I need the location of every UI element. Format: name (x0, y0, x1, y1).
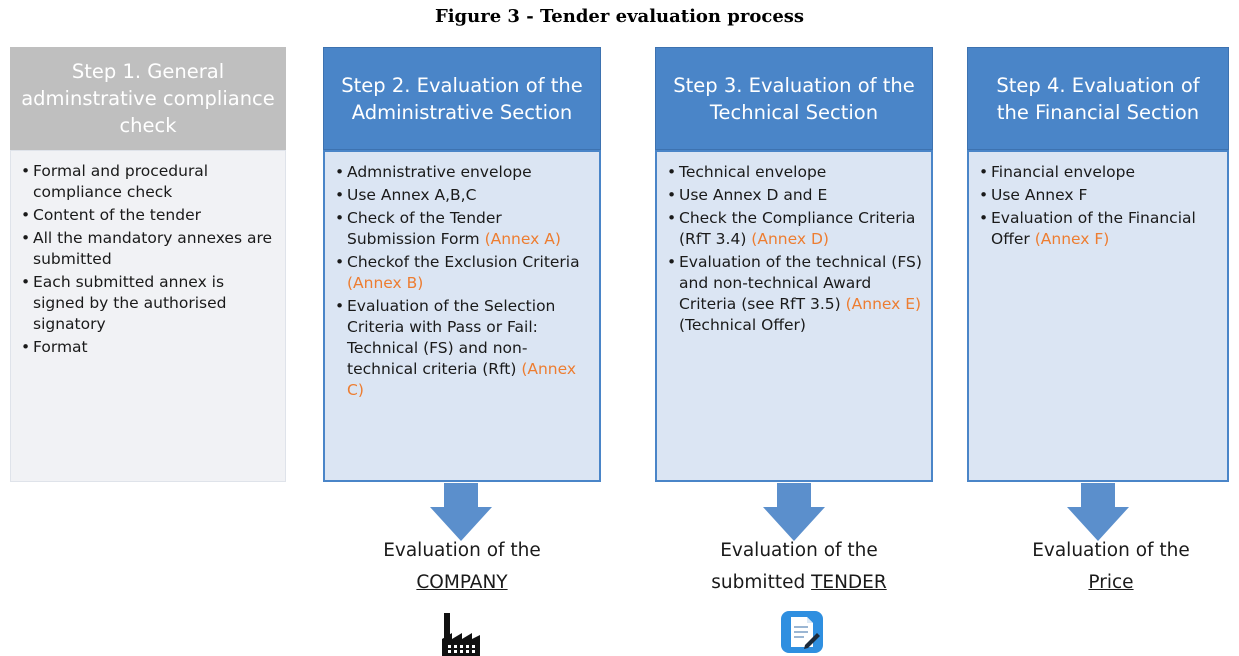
step-2-item: Admnistrative envelope (335, 162, 593, 183)
step-1-item: Format (21, 337, 279, 358)
step-2-item: Evaluation of the Selection Criteria wit… (335, 296, 593, 401)
step-4-title: Step 4. Evaluation of the Financial Sect… (996, 73, 1200, 124)
step-2-item: Check of the Tender Submission Form (Ann… (335, 208, 593, 250)
down-arrow-icon (763, 483, 825, 541)
result-tender: Evaluation of the submitted TENDER (711, 540, 887, 593)
factory-icon (442, 613, 480, 656)
step-1-item: Formal and procedural compliance check (21, 161, 279, 203)
annex-label: (Annex C) (347, 360, 577, 399)
step-4-header: Step 4. Evaluation of the Financial Sect… (967, 47, 1229, 150)
step-3-item: Technical envelope (667, 162, 925, 183)
step-3-title: Step 3. Evaluation of the Technical Sect… (673, 73, 915, 124)
result-company: Evaluation of the COMPANY (383, 540, 541, 593)
step-2-header: Step 2. Evaluation of the Administrative… (323, 47, 601, 150)
step-2-title: Step 2. Evaluation of the Administrative… (341, 73, 583, 124)
down-arrow-icon (1067, 483, 1129, 541)
figure-title: Figure 3 - Tender evaluation process (434, 6, 805, 27)
step-1-item: Content of the tender (21, 205, 279, 226)
annex-label: (Annex D) (751, 230, 829, 248)
step-2-body: Admnistrative envelope Use Annex A,B,C C… (323, 150, 601, 482)
step-1-title: Step 1. General adminstrative compliance… (21, 60, 275, 137)
step-1-body: Formal and procedural compliance check C… (10, 150, 286, 482)
annex-label: (Annex F) (1034, 230, 1110, 248)
annex-label: (Annex E) (845, 295, 922, 313)
step-3-item: Use Annex D and E (667, 185, 925, 206)
step-3-body: Technical envelope Use Annex D and E Che… (655, 150, 933, 482)
step-4-item: Financial envelope (979, 162, 1221, 183)
step-1-item: All the mandatory annexes are submitted (21, 228, 279, 270)
step-2-item: Use Annex A,B,C (335, 185, 593, 206)
step-4-body: Financial envelope Use Annex F Evaluatio… (967, 150, 1229, 482)
step-2-item: Checkof the Exclusion Criteria (Annex B) (335, 252, 593, 294)
annex-label: (Annex B) (347, 274, 424, 292)
step-3-item: Evaluation of the technical (FS) and non… (667, 252, 925, 336)
step-1-header: Step 1. General adminstrative compliance… (10, 47, 286, 150)
step-3-item: Check the Compliance Criteria (RfT 3.4) … (667, 208, 925, 250)
result-price: Evaluation of the Price (1032, 540, 1190, 593)
step-3-header: Step 3. Evaluation of the Technical Sect… (655, 47, 933, 150)
step-1-item: Each submitted annex is signed by the au… (21, 272, 279, 335)
step-4-item: Use Annex F (979, 185, 1221, 206)
down-arrow-icon (430, 483, 492, 541)
document-edit-icon (781, 611, 823, 653)
annex-label: (Annex A) (484, 230, 561, 248)
step-4-item: Evaluation of the Financial Offer (Annex… (979, 208, 1221, 250)
